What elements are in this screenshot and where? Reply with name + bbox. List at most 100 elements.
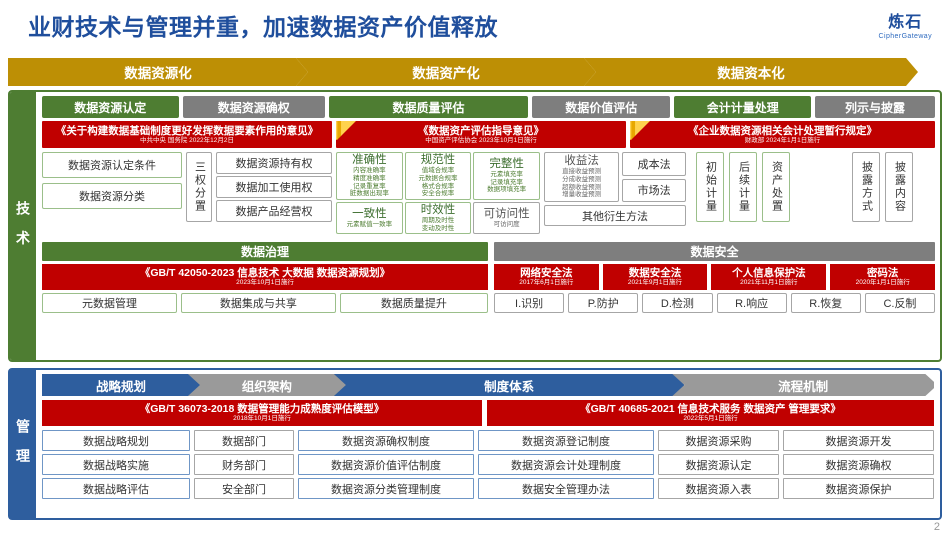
category-accounting-measurement[interactable]: 会计计量处理 bbox=[674, 96, 812, 118]
law-data-infrastructure-opinion[interactable]: 《关于构建数据基础制度更好发挥数据要素作用的意见》 中共中央 国务院 2022年… bbox=[42, 121, 332, 148]
value-income-approach[interactable]: 收益法 直接收益预测 分成收益预测 超额收益预测 增量收益预测 bbox=[544, 152, 620, 202]
law-personal-information-protection[interactable]: 个人信息保护法 2021年11月1日施行 bbox=[711, 264, 827, 290]
disclosure-method[interactable]: 披露方式 bbox=[852, 152, 880, 222]
mgmt-cell[interactable]: 数据资源确权制度 bbox=[298, 430, 474, 451]
security-recover[interactable]: R.恢复 bbox=[790, 293, 861, 313]
mgmt-cell[interactable]: 数据战略实施 bbox=[42, 454, 190, 475]
quality-normativity[interactable]: 规范性 值域合规率 元数据合规率 格式合规率 安全合规率 bbox=[404, 152, 472, 200]
management-law-row: 《GB/T 36073-2018 数据管理能力成熟度评估模型》 2018年10月… bbox=[42, 400, 934, 426]
accounting-initial-measurement[interactable]: 初始计量 bbox=[696, 152, 724, 222]
technique-law-row: 《关于构建数据基础制度更好发挥数据要素作用的意见》 中共中央 国务院 2022年… bbox=[42, 121, 935, 148]
quality-timeliness[interactable]: 时效性 周期及时性 变动及时性 bbox=[404, 202, 472, 234]
security-counter[interactable]: C.反制 bbox=[864, 293, 936, 313]
value-income-title: 收益法 bbox=[564, 155, 599, 168]
law-dcmm-standard[interactable]: 《GB/T 36073-2018 数据管理能力成熟度评估模型》 2018年10月… bbox=[42, 400, 482, 426]
law-title: 《企业数据资源相关会计处理暂行规定》 bbox=[688, 124, 877, 137]
governance-header[interactable]: 数据治理 bbox=[42, 242, 488, 261]
security-item-label: R.响应 bbox=[735, 298, 769, 310]
security-detect[interactable]: D.检测 bbox=[642, 293, 713, 313]
right-product-operation[interactable]: 数据产品经营权 bbox=[216, 200, 332, 222]
security-protect[interactable]: P.防护 bbox=[568, 293, 639, 313]
mgmt-cell[interactable]: 数据资源认定 bbox=[658, 454, 779, 475]
security-header[interactable]: 数据安全 bbox=[494, 242, 935, 261]
mgmt-cell[interactable]: 财务部门 bbox=[194, 454, 294, 475]
mgmt-law-title: 《GB/T 40685-2021 信息技术服务 数据资产 管理要求》 bbox=[580, 403, 841, 415]
quality-metric: 记录重复率 bbox=[353, 182, 386, 190]
mgmt-column-process-a: 数据资源采购 数据资源认定 数据资源入表 bbox=[658, 430, 779, 499]
quality-grid: 准确性 内容准确率 精度准确率 记录重复率 脏数据出现率 规范性 值域合规率 元… bbox=[336, 152, 540, 236]
right-processing-use[interactable]: 数据加工使用权 bbox=[216, 176, 332, 198]
quality-accuracy[interactable]: 准确性 内容准确率 精度准确率 记录重复率 脏数据出现率 bbox=[336, 152, 403, 200]
governance-item-label: 数据集成与共享 bbox=[219, 298, 297, 310]
mgmt-cell[interactable]: 数据战略规划 bbox=[42, 430, 190, 451]
governance-metadata-management[interactable]: 元数据管理 bbox=[42, 293, 177, 313]
category-label: 数据资源认定 bbox=[74, 100, 147, 115]
governance-standard[interactable]: 《GB/T 42050-2023 信息技术 大数据 数据资源规划》 2023年1… bbox=[42, 264, 488, 290]
value-market-label: 市场法 bbox=[637, 185, 671, 198]
page-title: 业财技术与管理并重，加速数据资产价值释放 bbox=[28, 14, 498, 40]
recognition-condition-box[interactable]: 数据资源认定条件 bbox=[42, 152, 182, 178]
three-rights-separation-box[interactable]: 三权分置 bbox=[186, 152, 212, 222]
mgmt-cell[interactable]: 数据资源价值评估制度 bbox=[298, 454, 474, 475]
mgmt-cell[interactable]: 数据部门 bbox=[194, 430, 294, 451]
security-law-title: 个人信息保护法 bbox=[732, 267, 806, 279]
quality-metric: 安全合规率 bbox=[421, 190, 455, 198]
technique-category-row: 数据资源认定 数据资源确权 数据质量评估 数据价值评估 会计计量处理 列示与披露 bbox=[42, 96, 935, 118]
right-holding[interactable]: 数据资源持有权 bbox=[216, 152, 332, 174]
security-law-meta: 2021年9月1日施行 bbox=[627, 279, 683, 286]
quality-completeness-title: 完整性 bbox=[489, 158, 524, 171]
mgmt-cell[interactable]: 数据资源分类管理制度 bbox=[298, 478, 474, 499]
governance-integration-sharing[interactable]: 数据集成与共享 bbox=[180, 293, 336, 313]
category-data-resource-recognition[interactable]: 数据资源认定 bbox=[42, 96, 179, 118]
security-respond[interactable]: R.响应 bbox=[716, 293, 787, 313]
mgmt-cell[interactable]: 数据战略评估 bbox=[42, 478, 190, 499]
mgmt-cell[interactable]: 数据资源采购 bbox=[658, 430, 779, 451]
law-cybersecurity[interactable]: 网络安全法 2017年6月1日施行 bbox=[494, 264, 599, 290]
accounting-asset-disposal[interactable]: 资产处置 bbox=[762, 152, 790, 222]
mgmt-chevron-organization[interactable]: 组织架构 bbox=[187, 374, 346, 396]
category-presentation-disclosure[interactable]: 列示与披露 bbox=[815, 96, 935, 118]
chevron-stage-1[interactable]: 数据资源化 bbox=[8, 58, 308, 86]
category-data-value-assessment[interactable]: 数据价值评估 bbox=[531, 96, 671, 118]
security-identify[interactable]: I.识别 bbox=[494, 293, 565, 313]
value-metric: 增量收益预测 bbox=[562, 191, 602, 199]
mgmt-chevron-institution[interactable]: 制度体系 bbox=[333, 374, 685, 396]
mgmt-chevron-strategy[interactable]: 战略规划 bbox=[42, 374, 200, 396]
value-cost-approach[interactable]: 成本法 bbox=[622, 152, 686, 176]
category-data-quality-assessment[interactable]: 数据质量评估 bbox=[328, 96, 528, 118]
security-header-label: 数据安全 bbox=[690, 245, 739, 259]
mgmt-cell[interactable]: 数据资源会计处理制度 bbox=[478, 454, 654, 475]
mgmt-cell[interactable]: 数据资源登记制度 bbox=[478, 430, 654, 451]
quality-metric: 格式合规率 bbox=[421, 182, 455, 190]
quality-metric: 记录填充率 bbox=[490, 178, 523, 186]
title-bar: 业财技术与管理并重，加速数据资产价值释放 bbox=[28, 8, 498, 42]
mgmt-cell[interactable]: 数据资源确权 bbox=[783, 454, 934, 475]
mgmt-cell[interactable]: 安全部门 bbox=[194, 478, 294, 499]
chevron-stage-2[interactable]: 数据资产化 bbox=[296, 58, 596, 86]
law-cryptography[interactable]: 密码法 2020年1月1日施行 bbox=[830, 264, 936, 290]
quality-consistency[interactable]: 一致性 元素赋值一致率 bbox=[336, 202, 403, 234]
mgmt-law-meta: 2018年10月1日施行 bbox=[233, 415, 291, 422]
value-market-approach[interactable]: 市场法 bbox=[622, 178, 686, 202]
disclosure-content[interactable]: 披露内容 bbox=[885, 152, 913, 222]
category-data-resource-rights[interactable]: 数据资源确权 bbox=[182, 96, 325, 118]
chevron-stage-3[interactable]: 数据资本化 bbox=[584, 58, 918, 86]
quality-accessibility[interactable]: 可访问性 可访问度 bbox=[473, 202, 540, 234]
quality-completeness[interactable]: 完整性 元素填充率 记录填充率 数据项填充率 bbox=[473, 152, 540, 200]
accounting-subsequent-measurement[interactable]: 后续计量 bbox=[729, 152, 757, 222]
law-title: 《关于构建数据基础制度更好发挥数据要素作用的意见》 bbox=[55, 124, 319, 137]
law-enterprise-data-accounting-rule[interactable]: 《企业数据资源相关会计处理暂行规定》 财政部 2024年1月1日施行 bbox=[630, 121, 935, 148]
governance-quality-improvement[interactable]: 数据质量提升 bbox=[339, 293, 488, 313]
governance-item-label: 数据质量提升 bbox=[380, 298, 447, 310]
law-data-security[interactable]: 数据安全法 2021年9月1日施行 bbox=[602, 264, 708, 290]
law-data-asset-valuation-guideline[interactable]: 《数据资产评估指导意见》 中国资产评估协会 2023年10月1日施行 bbox=[336, 121, 626, 148]
mgmt-chevron-process[interactable]: 流程机制 bbox=[672, 374, 934, 396]
mgmt-cell[interactable]: 数据安全管理办法 bbox=[478, 478, 654, 499]
recognition-classification-box[interactable]: 数据资源分类 bbox=[42, 183, 182, 209]
mgmt-chevron-process-label: 流程机制 bbox=[778, 379, 829, 394]
mgmt-cell[interactable]: 数据资源入表 bbox=[658, 478, 779, 499]
value-other-methods[interactable]: 其他衍生方法 bbox=[544, 205, 686, 226]
mgmt-cell[interactable]: 数据资源开发 bbox=[783, 430, 934, 451]
mgmt-cell[interactable]: 数据资源保护 bbox=[783, 478, 934, 499]
law-data-asset-management-standard[interactable]: 《GB/T 40685-2021 信息技术服务 数据资产 管理要求》 2022年… bbox=[487, 400, 934, 426]
